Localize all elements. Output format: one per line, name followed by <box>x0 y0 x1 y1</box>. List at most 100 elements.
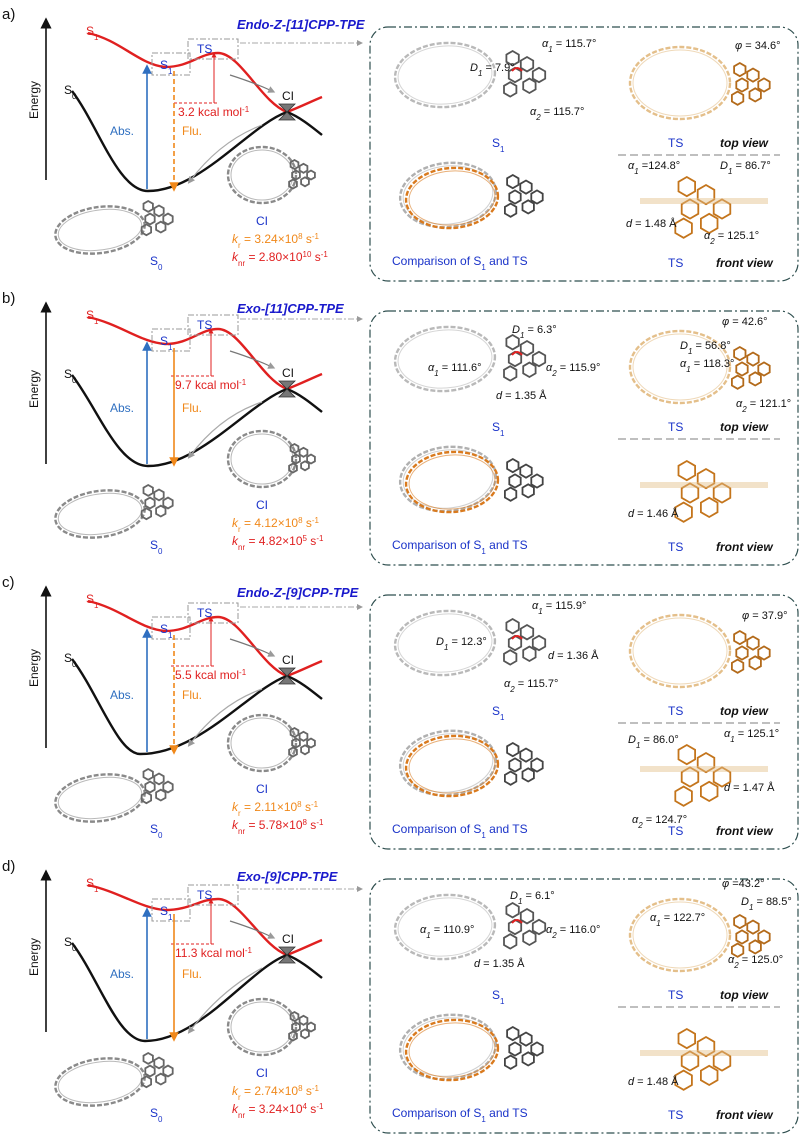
s0-curve-label: S0 <box>64 651 77 669</box>
s1-curve-label: S1 <box>86 308 99 326</box>
ts-box <box>187 884 239 906</box>
s1-structure-bond-highlight <box>511 67 523 72</box>
s1-structure-tpe-ring-3 <box>505 49 520 67</box>
s1-structure-ring <box>393 325 497 393</box>
ts-front-label: TS <box>668 256 683 270</box>
s1-structure-label: S1 <box>492 136 505 154</box>
s0-structure-tpe-ring-4 <box>140 223 153 237</box>
ts-top-ring-inner <box>632 617 728 685</box>
ts-top-tpe-ring-0 <box>735 929 749 945</box>
s1-structure-tpe-ring-5 <box>531 634 547 652</box>
s1-structure-tpe-ring-2 <box>522 77 537 95</box>
panel-letter: a) <box>2 6 15 23</box>
s1-structure-tpe-ring-4 <box>503 649 518 666</box>
s0-structure-tpe <box>140 199 174 237</box>
s1-structure-tpe-ring-2 <box>522 645 537 663</box>
s0-structure-tpe <box>140 1051 174 1089</box>
ci-structure-tpe-ring-2 <box>300 744 310 756</box>
s1-structure-tpe-ring-5 <box>531 66 547 84</box>
s0-curve-label: S0 <box>64 83 77 101</box>
s1-structure-ring-outline <box>393 893 497 961</box>
ts-top-tpe-ring-4 <box>731 374 745 390</box>
s1-structure-ring-inner <box>397 613 493 673</box>
ts-front-tpe-ring-1 <box>696 751 716 774</box>
s0-structure-tpe-ring-4 <box>140 507 153 521</box>
s1-structure-ring-outline <box>393 41 497 109</box>
ts-front-tpe <box>674 459 732 523</box>
ts-box-label: TS <box>197 318 212 332</box>
s0-structure-ring-outline <box>54 205 146 255</box>
s0-structure-label: S0 <box>150 538 163 556</box>
s1-structure-tpe-ring-0 <box>507 918 523 936</box>
s1-structure-tpe-ring-1 <box>519 623 535 641</box>
ts-top-ring <box>628 613 732 689</box>
ts-top-tpe-ring-3 <box>733 61 747 78</box>
ci-structure-ring-outline <box>226 713 298 773</box>
ts-top-tpe-ring-5 <box>757 645 771 661</box>
ts-top-tpe-ring-0 <box>735 645 749 661</box>
ts-top-ring-outline <box>628 613 732 689</box>
ts-front-tpe-ring-2 <box>700 1064 719 1087</box>
ts-front-tpe <box>674 175 732 239</box>
s1-structure-ring <box>393 609 497 677</box>
absorption-label: Abs. <box>110 967 134 981</box>
ci-structure-tpe-ring-4 <box>288 1030 298 1042</box>
comparison-tpe-ring-1 <box>519 463 533 479</box>
ts-front-tpe-ring-0 <box>680 1050 700 1072</box>
s1-geo-label-2: α2 = 116.0° <box>546 924 600 940</box>
s1-curve-label: S1 <box>86 592 99 610</box>
ts-top-ring <box>628 45 732 121</box>
ts-box <box>187 314 239 336</box>
fluorescence-label: Flu. <box>182 124 202 138</box>
ci-structure-tpe-ring-0 <box>291 1021 301 1033</box>
comparison-tpe-ring-1 <box>519 1031 533 1047</box>
ts-top-tpe-ring-5 <box>757 929 771 945</box>
s1-structure-ring-outline <box>393 609 497 677</box>
s1-structure-bond-highlight <box>511 351 523 356</box>
s1-structure-tpe <box>503 333 547 382</box>
comparison-ts-ring-outline <box>404 1018 500 1082</box>
ci-structure-ring <box>226 145 298 205</box>
ts-front-geo-label-0: d = 1.46 Å <box>628 507 679 520</box>
s0-structure-tpe-ring-0 <box>144 780 156 794</box>
ci-cone-upper <box>278 380 296 390</box>
ts-top-tpe-ring-3 <box>733 629 747 646</box>
s1-structure-tpe-ring-3 <box>505 333 520 351</box>
s0-curve <box>71 90 323 193</box>
ci-structure-tpe-ring-3 <box>289 1010 300 1023</box>
s0-structure-tpe-ring-3 <box>142 483 154 497</box>
comparison-tpe-ring-0 <box>508 189 522 205</box>
ts-front-tpe-ring-0 <box>680 766 700 788</box>
detail-box <box>369 310 799 566</box>
s0-structure-tpe-ring-3 <box>142 1051 154 1065</box>
ts-top-geo-label-0: φ = 42.6° <box>722 316 768 328</box>
ts-front-geo-label-3: α2 = 124.7° <box>632 814 687 830</box>
absorption-label: Abs. <box>110 688 134 702</box>
ts-top-ring-inner <box>632 333 728 401</box>
comparison-ts-ring-outline <box>404 450 500 514</box>
s0-structure-ring-outline <box>54 489 146 539</box>
top-view-label: top view <box>720 988 769 1002</box>
ci-structure-tpe-ring-2 <box>300 460 310 472</box>
ci-structure-ring-outline <box>226 145 298 205</box>
comparison-s1-ring-inner <box>402 449 494 509</box>
ci-structure-tpe-ring-3 <box>289 726 300 739</box>
comparison-tpe <box>503 173 544 218</box>
s1-structure-ring <box>393 41 497 109</box>
ts-front-tpe-ring-1 <box>696 467 716 490</box>
ts-front-geo-label-1: D1 = 86.7° <box>720 160 771 176</box>
ts-top-tpe-ring-2 <box>748 87 762 103</box>
ci-structure-ring-inner <box>230 717 294 769</box>
ts-top-label: TS <box>668 136 683 150</box>
ts-top-tpe-ring-3 <box>733 345 747 362</box>
ts-top-ring-outline <box>628 45 732 121</box>
s1-structure-tpe-ring-2 <box>522 929 537 947</box>
comparison-tpe-ring-0 <box>508 1041 522 1057</box>
ts-top-geo-label-0: φ = 34.6° <box>735 40 781 52</box>
s0-structure-tpe-ring-2 <box>155 788 167 802</box>
ts-front-geo-label-2: d = 1.47 Å <box>724 781 775 794</box>
s1-structure-label: S1 <box>492 420 505 438</box>
s1-structure-tpe-ring-3 <box>505 901 520 919</box>
comparison-tpe-ring-2 <box>521 483 535 499</box>
molecule-title: Exo-[9]CPP-TPE <box>237 869 338 884</box>
